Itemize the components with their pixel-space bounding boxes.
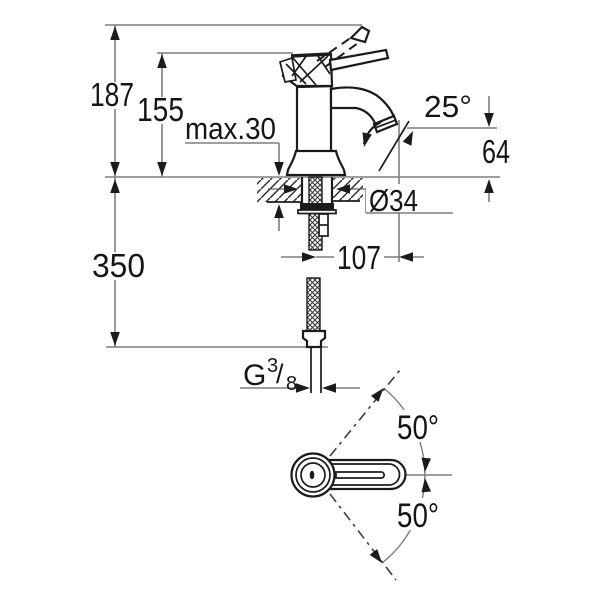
dim-thread-label: G 3 / 8 (243, 355, 297, 395)
hose-nut (301, 329, 327, 349)
thread-tail-pipe (310, 347, 322, 393)
deck-section (257, 176, 363, 251)
flex-hose (306, 277, 321, 333)
handle-swing-lines (329, 369, 401, 581)
faucet-main-view (278, 25, 399, 177)
thread-prefix: G (243, 359, 266, 392)
dim-swing-upper-label: 50° (397, 409, 439, 447)
lever-slot (335, 471, 385, 479)
faucet-base (285, 149, 347, 177)
handle-center-mark (309, 470, 315, 480)
thread-denominator: 8 (286, 373, 297, 395)
label-backgrounds (88, 82, 442, 530)
dim-total-height-label: 187 (90, 76, 134, 113)
spout (329, 86, 397, 130)
deck-hatch-left (257, 178, 302, 202)
mounting-nut (300, 203, 334, 210)
handle-top-view (290, 452, 407, 498)
shank-cylinder (300, 177, 334, 203)
dim-hole-diameter-label: Ø34 (369, 183, 418, 218)
dimension-labels: 187 155 max.30 25° 64 Ø34 107 350 50° 50… (90, 76, 510, 535)
dim-hose-length-label: 350 (92, 247, 145, 284)
faucet-body (295, 84, 333, 151)
dim-spout-angle-label: 25° (424, 89, 472, 124)
dim-spout-reach-label: 107 (337, 239, 381, 276)
thread-slash: / (276, 359, 284, 389)
thread-numerator: 3 (267, 355, 278, 377)
dim-spout-outlet-height-label: 64 (482, 133, 510, 170)
supply-hose (301, 277, 327, 393)
lever-handle (328, 48, 390, 72)
dim-max-deck-thickness-label: max.30 (185, 111, 276, 146)
dim-swing-lower-label: 50° (397, 497, 439, 535)
dim-body-height-label: 155 (137, 91, 184, 128)
